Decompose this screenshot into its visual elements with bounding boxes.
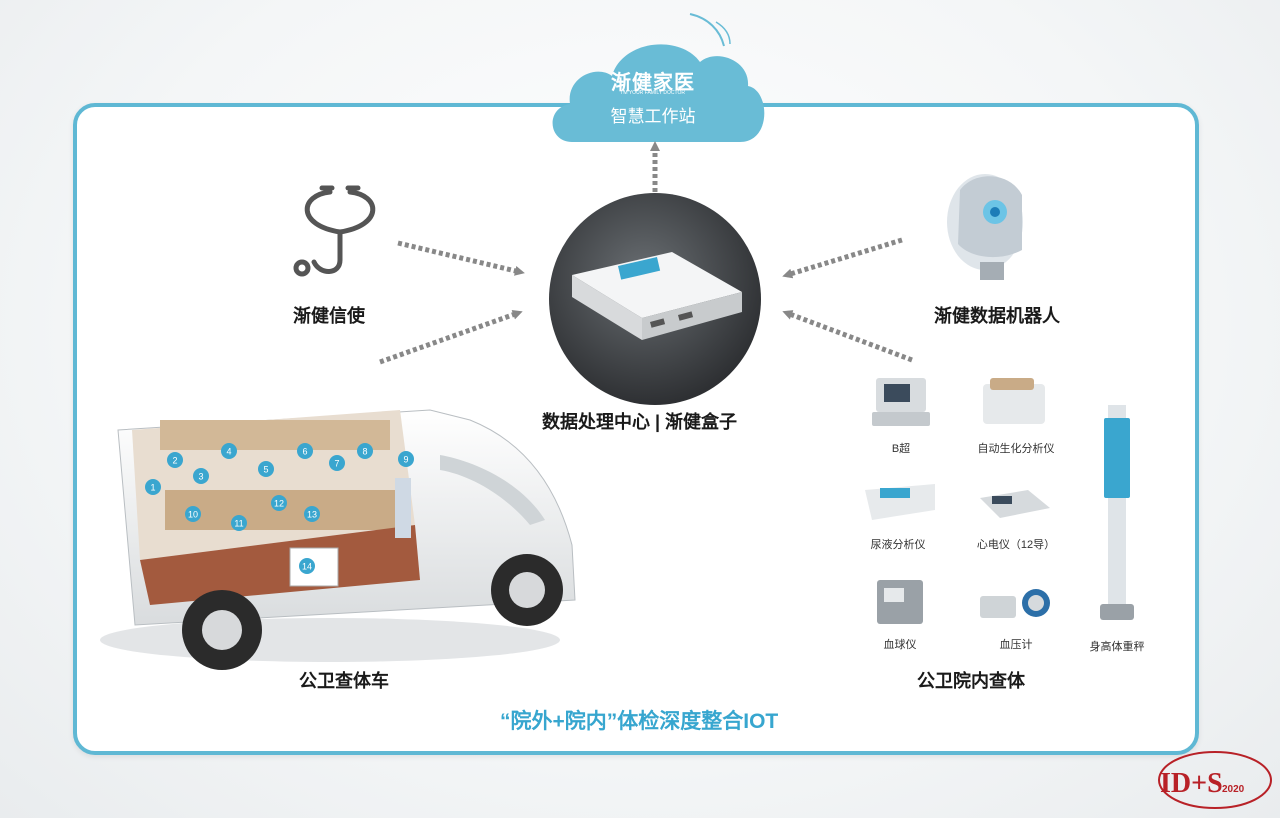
arrow-hospital-to-box xyxy=(782,310,913,363)
van-image xyxy=(100,409,576,670)
height-scale-image xyxy=(1100,405,1134,620)
slogan-text: “院外+院内”体检深度整合IOT xyxy=(500,710,779,733)
cloud-shape xyxy=(552,13,765,142)
blood-pressure-image xyxy=(980,589,1050,618)
van-marker-number: 7 xyxy=(334,459,339,469)
hospital-label: 公卫院内查体 xyxy=(917,671,1025,691)
van-marker-number: 12 xyxy=(274,499,284,509)
van-marker-number: 10 xyxy=(188,510,198,520)
ultrasound-image xyxy=(872,378,930,426)
messenger-label: 渐健信使 xyxy=(293,306,365,326)
van-marker-number: 9 xyxy=(403,455,408,465)
data-box-image xyxy=(549,193,761,405)
arrow-messenger-to-box xyxy=(397,240,525,276)
van-marker-number: 11 xyxy=(234,519,243,529)
van-marker-number: 14 xyxy=(302,562,312,572)
van-label: 公卫查体车 xyxy=(299,671,389,691)
device-label-height-scale: 身高体重秤 xyxy=(1089,641,1145,653)
van-marker xyxy=(304,506,320,522)
van-marker xyxy=(258,461,274,477)
blood-cell-counter-image xyxy=(877,580,923,624)
device-label-blood-pressure: 血压计 xyxy=(999,639,1033,651)
van-marker xyxy=(185,506,201,522)
device-label-ultrasound: B超 xyxy=(891,443,911,455)
robot-label: 渐健数据机器人 xyxy=(934,306,1060,326)
van-marker xyxy=(231,515,247,531)
van-marker-number: 4 xyxy=(226,447,231,457)
van-marker xyxy=(398,451,414,467)
van-marker xyxy=(271,495,287,511)
urine-analyzer-image xyxy=(865,484,935,520)
van-marker xyxy=(221,443,237,459)
center-label: 数据处理中心 | 渐健盒子 xyxy=(542,412,738,432)
svg-text:ID+S: ID+S xyxy=(1160,768,1223,799)
stethoscope-icon xyxy=(293,185,376,277)
van-marker xyxy=(297,443,313,459)
van-marker-number: 2 xyxy=(172,456,177,466)
arrow-van-to-box xyxy=(379,309,523,365)
robot-head-image xyxy=(947,174,1023,280)
van-marker xyxy=(145,479,161,495)
device-label-urine: 尿液分析仪 xyxy=(870,539,926,551)
cloud-title: 智慧工作站 xyxy=(610,107,696,126)
van-marker-number: 5 xyxy=(263,465,268,475)
van-marker-number: 1 xyxy=(150,483,155,493)
biochem-analyzer-image xyxy=(983,378,1045,424)
van-marker-number: 8 xyxy=(362,447,367,457)
cloud-logo-subtext: I'M YOUR FAMILY DOCTOR xyxy=(621,90,685,96)
device-label-biochem: 自动生化分析仪 xyxy=(977,443,1055,455)
cloud-logo-text: 渐健家医 xyxy=(611,72,695,94)
svg-text:2020: 2020 xyxy=(1222,784,1245,795)
van-marker xyxy=(167,452,183,468)
van-marker-number: 6 xyxy=(302,447,307,457)
device-label-ecg: 心电仪（12导） xyxy=(976,539,1056,551)
van-marker xyxy=(329,455,345,471)
brand-logo: ID+S 2020 xyxy=(1158,751,1272,809)
van-marker-number: 3 xyxy=(198,472,203,482)
arrow-robot-to-box xyxy=(782,237,903,279)
van-marker-number: 13 xyxy=(307,510,317,520)
van-marker xyxy=(193,468,209,484)
van-marker xyxy=(357,443,373,459)
device-label-blood-cell: 血球仪 xyxy=(883,639,917,651)
van-marker xyxy=(299,558,315,574)
ecg-image xyxy=(980,490,1050,518)
